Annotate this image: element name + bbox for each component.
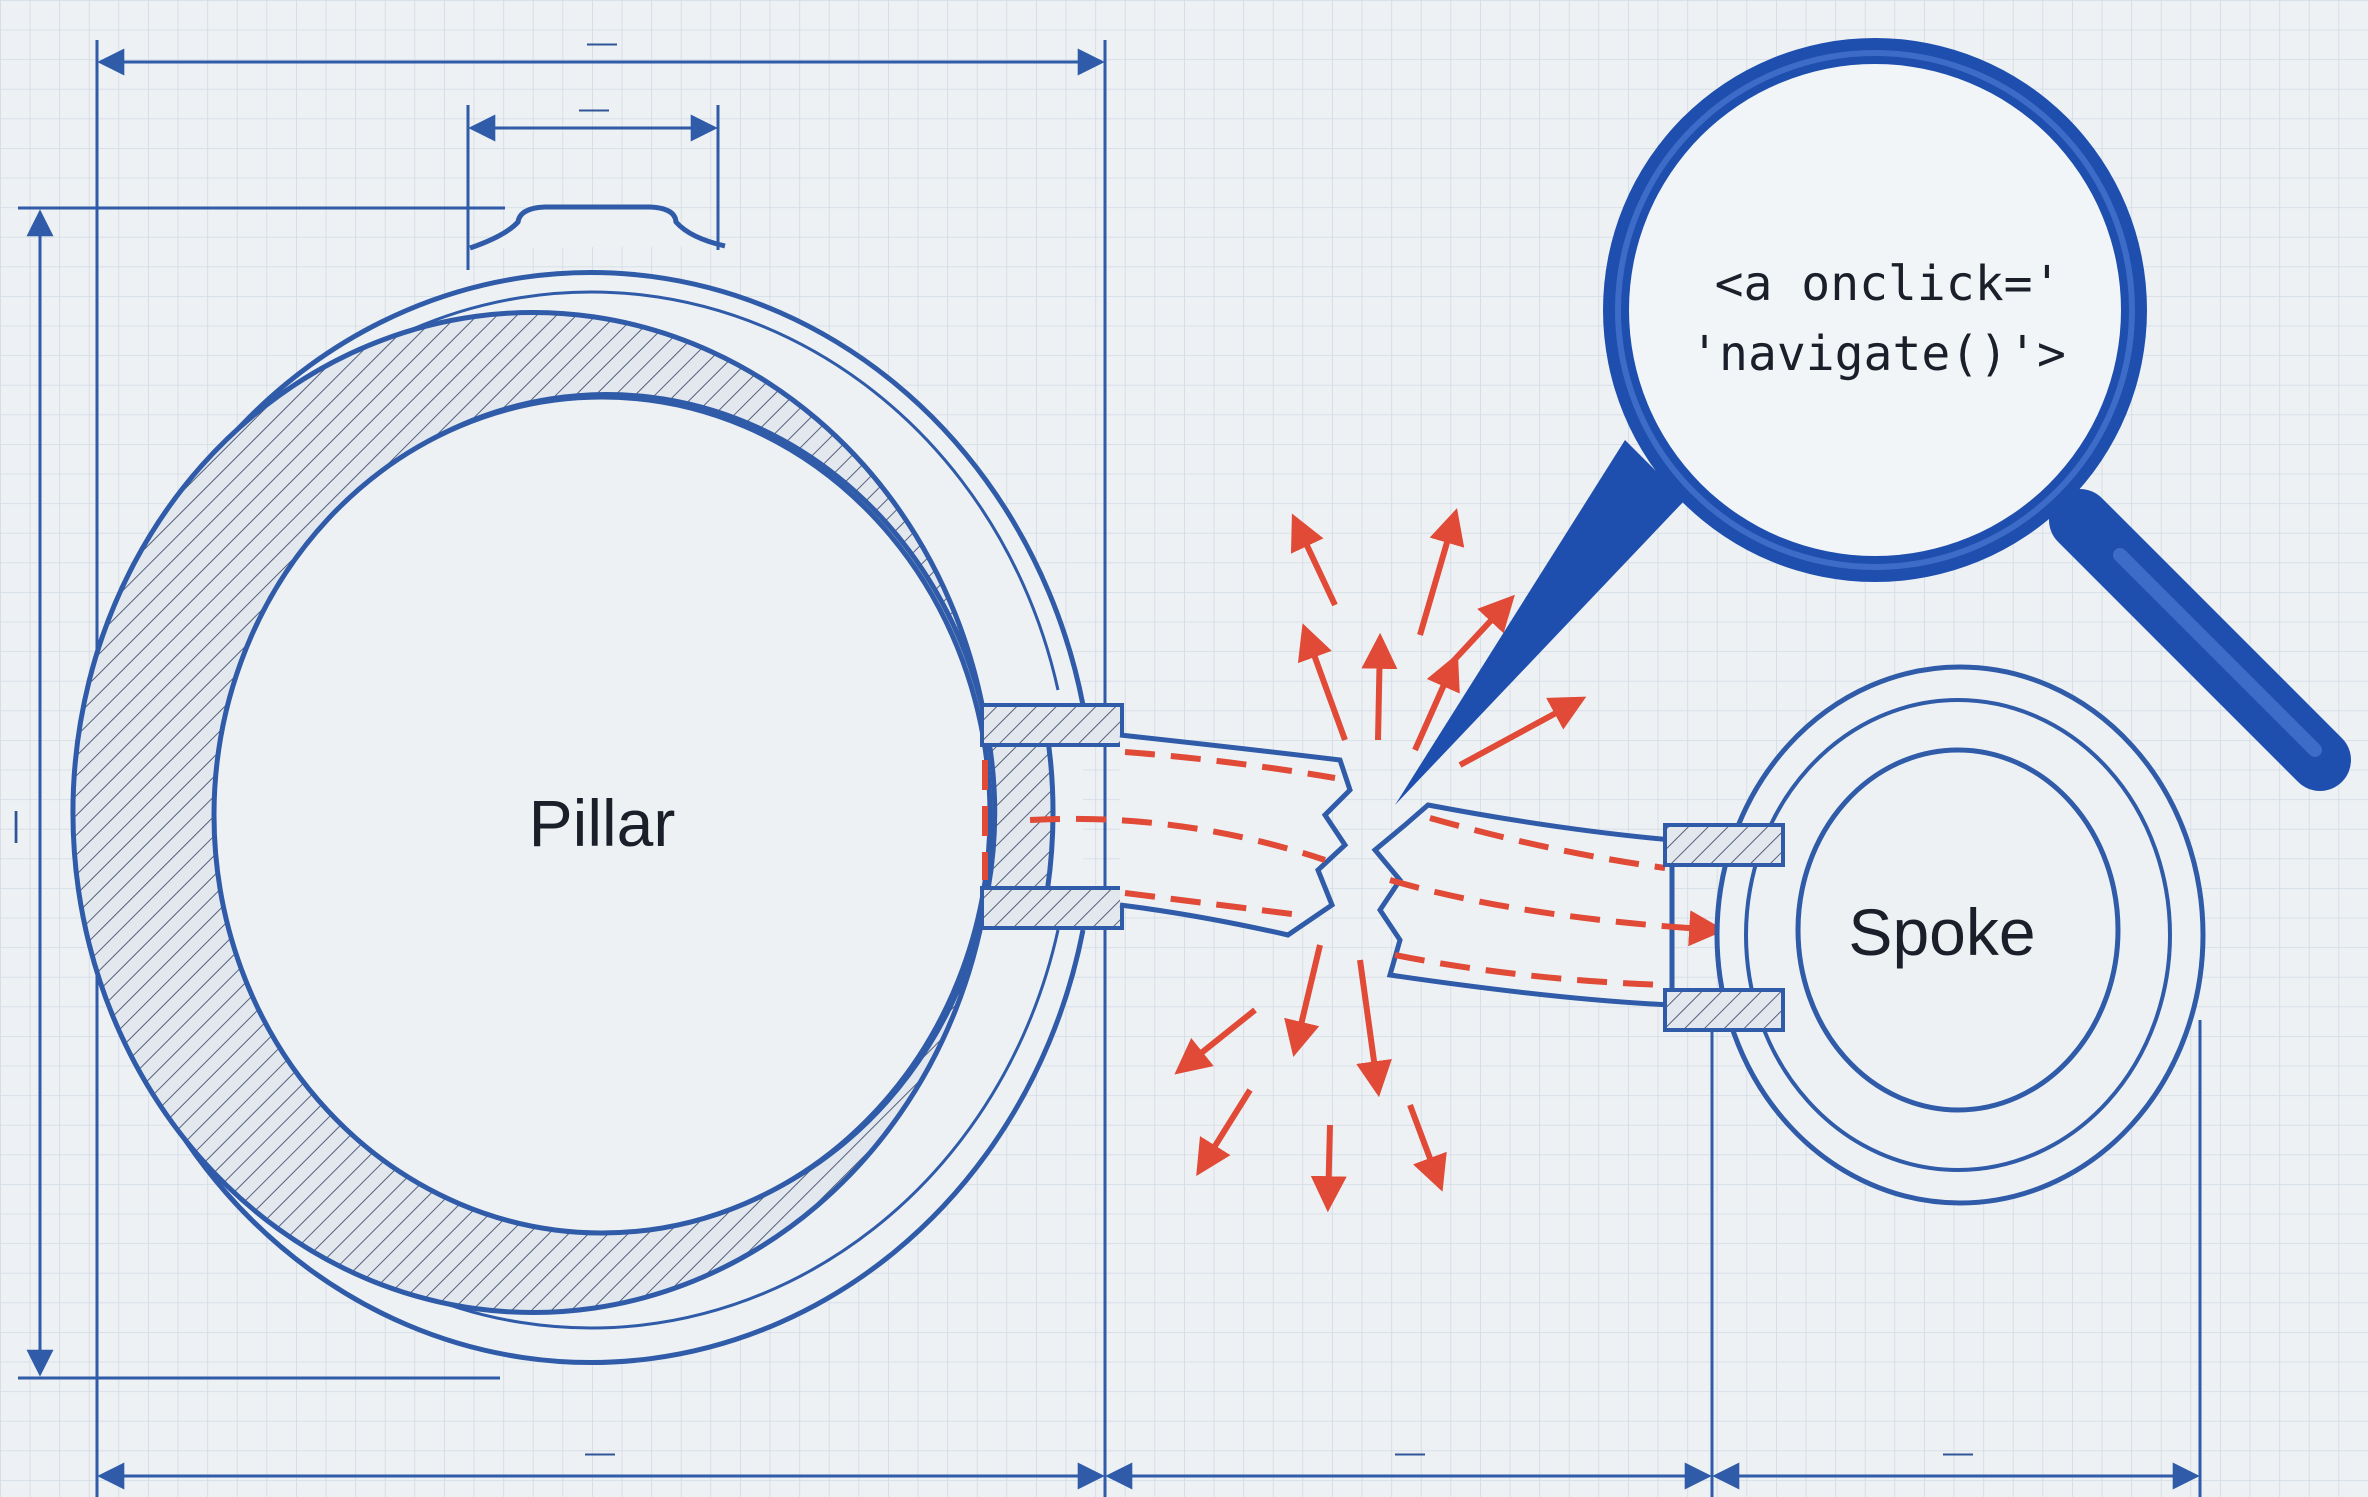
dim-mark-top-tab: — [579, 92, 609, 125]
spoke-node: Spoke [1663, 664, 2206, 1206]
magnifier-code-line-2: 'navigate()'> [1690, 326, 2066, 382]
break-burst-arrows [1174, 508, 1587, 1213]
dim-mark-bottom-middle: — [1395, 1436, 1425, 1469]
dimension-marks: — — | — — — [12, 26, 1973, 1469]
broken-connection [982, 508, 1726, 1213]
spoke-label: Spoke [1848, 895, 2035, 969]
dim-mark-top-overall: — [587, 26, 617, 59]
pillar-node: Pillar [70, 204, 1124, 1365]
pillar-label: Pillar [529, 786, 676, 860]
magnifying-glass-icon: <a onclick=' 'navigate()'> [1395, 38, 2351, 805]
pipe-segment-right [1371, 802, 1675, 1008]
magnifier-code-line-1: <a onclick=' [1715, 256, 2062, 312]
dimension-lines [18, 40, 2202, 1497]
dim-mark-left-height: | [12, 806, 21, 844]
pillar-flange-bottom [980, 886, 1124, 930]
pillar-inner-circle [211, 394, 993, 1236]
magnifier-callout-pointer [1395, 440, 1685, 805]
pillar-flange-top [980, 703, 1124, 747]
spoke-flange-bottom [1663, 988, 1785, 1032]
dim-mark-bottom-right: — [1943, 1436, 1973, 1469]
pillar-top-tab [469, 204, 726, 251]
spoke-inner-circle [1795, 747, 2121, 1113]
spoke-flange-top [1663, 823, 1785, 867]
dim-mark-bottom-left: — [585, 1436, 615, 1469]
